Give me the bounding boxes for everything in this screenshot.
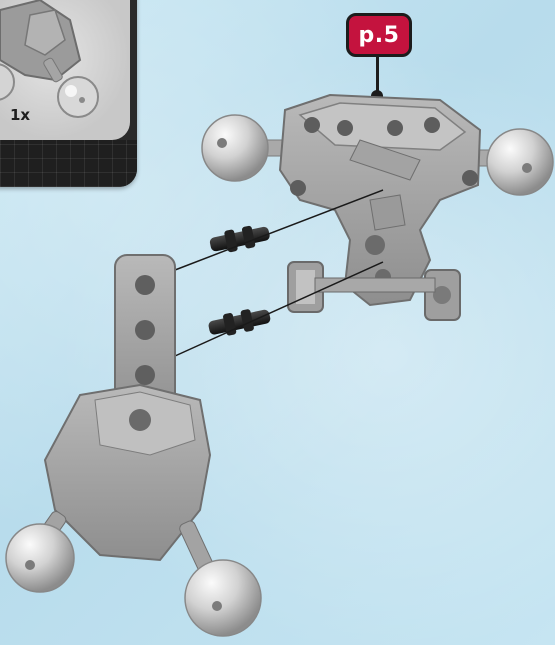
upper-assembly bbox=[202, 95, 553, 320]
ball-joint-bottom-left bbox=[6, 524, 74, 592]
ball-joint-left bbox=[202, 115, 268, 181]
connector-pins bbox=[207, 222, 272, 339]
ball-joint-bottom-right bbox=[185, 560, 261, 636]
lower-assembly bbox=[6, 255, 261, 636]
ball-joint-right bbox=[487, 129, 553, 195]
